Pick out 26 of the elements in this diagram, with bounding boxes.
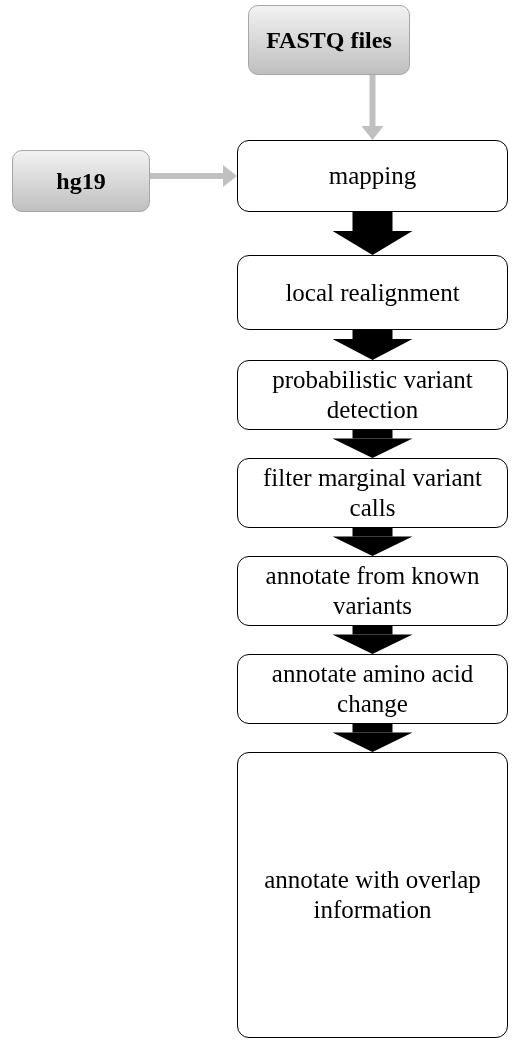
node-label: hg19	[56, 167, 106, 195]
node-label: local realignment	[285, 277, 460, 308]
process-box	[237, 752, 508, 1038]
process-box	[237, 458, 508, 528]
process-box	[237, 140, 508, 212]
node-label: annotate with overlap information	[263, 865, 482, 925]
node-label: FASTQ files	[266, 26, 392, 54]
arrow	[332, 528, 413, 556]
arrow	[332, 724, 413, 752]
arrow	[332, 212, 413, 255]
process-box	[237, 556, 508, 626]
node-label: filter marginal variant calls	[262, 463, 483, 523]
node-label: probabilistic variant detection	[271, 365, 474, 425]
process-box	[237, 654, 508, 724]
process-box	[237, 255, 508, 330]
arrow	[332, 430, 413, 458]
arrow	[361, 75, 384, 140]
node-label: annotate from known variants	[264, 561, 481, 621]
process-box	[237, 360, 508, 430]
input-box	[248, 5, 410, 75]
node-label: mapping	[328, 161, 417, 191]
input-box	[12, 150, 150, 212]
arrow	[332, 626, 413, 654]
arrow	[150, 165, 237, 187]
arrow	[332, 330, 413, 360]
node-label: annotate amino acid change	[270, 659, 475, 719]
